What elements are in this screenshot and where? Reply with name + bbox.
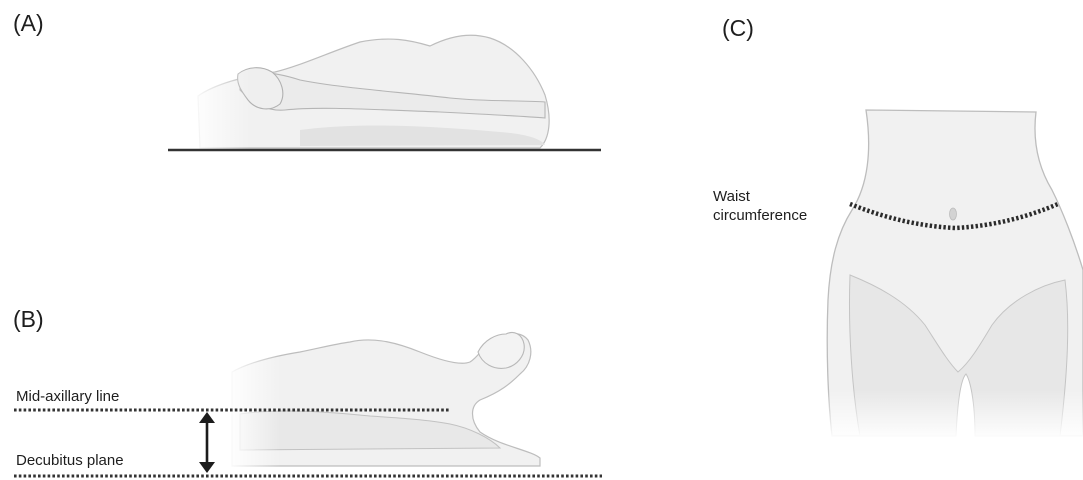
- navel: [950, 208, 957, 220]
- panel-c-figure: [825, 110, 1083, 440]
- panel-a-figure: [168, 35, 601, 152]
- double-arrow: [199, 412, 215, 473]
- panel-b-figure: [14, 332, 602, 476]
- torso-fade: [825, 390, 1083, 440]
- supine-fade: [226, 345, 281, 470]
- prone-fade: [190, 60, 250, 152]
